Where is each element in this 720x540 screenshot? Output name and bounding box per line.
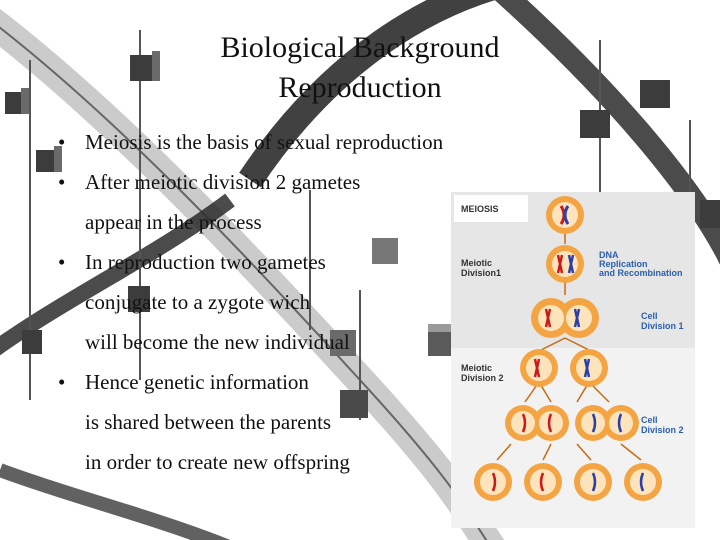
- bullet-text: In reproduction two gametes: [85, 250, 326, 274]
- cell-stage-2: [546, 245, 584, 283]
- bullet-marker: •: [58, 130, 66, 154]
- bullet-marker: •: [58, 250, 66, 274]
- bullet-marker: •: [58, 170, 66, 194]
- label-meiotic-division-2: Meiotic Division 2: [461, 363, 504, 383]
- bullet-text: in order to create new offspring: [85, 450, 350, 474]
- cell-stage-1: [546, 196, 584, 234]
- figure-header: MEIOSIS: [461, 204, 499, 214]
- label-meiotic-division-1: Meiotic Division1: [461, 258, 501, 278]
- bullet-text: will become the new individual: [85, 330, 350, 354]
- bullet-item: • Meiosis is the basis of sexual reprodu…: [58, 122, 518, 162]
- cell-stage-5: [505, 405, 639, 441]
- title-line-1: Biological Background: [220, 31, 500, 64]
- bullet-text: Meiosis is the basis of sexual reproduct…: [85, 130, 444, 154]
- bullet-item: • After meiotic division 2 gametes appea…: [58, 162, 518, 242]
- label-dna-replication: DNA Replication and Recombination: [599, 250, 683, 278]
- helix-strand-lower: [0, 193, 235, 356]
- bullet-text: is shared between the parents: [85, 410, 332, 434]
- base-blocks: [5, 51, 720, 418]
- label-cell-division-2: Cell Division 2: [641, 415, 684, 435]
- slide-title: Biological Background Reproduction: [160, 28, 560, 108]
- label-cell-division-1: Cell Division 1: [641, 311, 684, 331]
- bullet-item: • In reproduction two gametes conjugate …: [58, 242, 518, 362]
- cell-stage-3: [531, 298, 599, 338]
- meiosis-diagram: MEIOSIS: [451, 192, 695, 528]
- bullet-text: After meiotic division 2 gametes: [85, 170, 361, 194]
- cell-stage-4: [520, 349, 608, 387]
- bullet-marker: •: [58, 370, 66, 394]
- bullet-text: Hence genetic information: [85, 370, 309, 394]
- bullet-text: conjugate to a zygote wich: [85, 290, 311, 314]
- bullet-list: • Meiosis is the basis of sexual reprodu…: [58, 122, 518, 482]
- helix-strand-upper: [239, 0, 496, 188]
- title-line-2: Reproduction: [278, 71, 442, 104]
- bullet-text: appear in the process: [85, 210, 262, 234]
- gamete-cells: [474, 463, 662, 501]
- bullet-item: • Hence genetic information is shared be…: [58, 362, 518, 482]
